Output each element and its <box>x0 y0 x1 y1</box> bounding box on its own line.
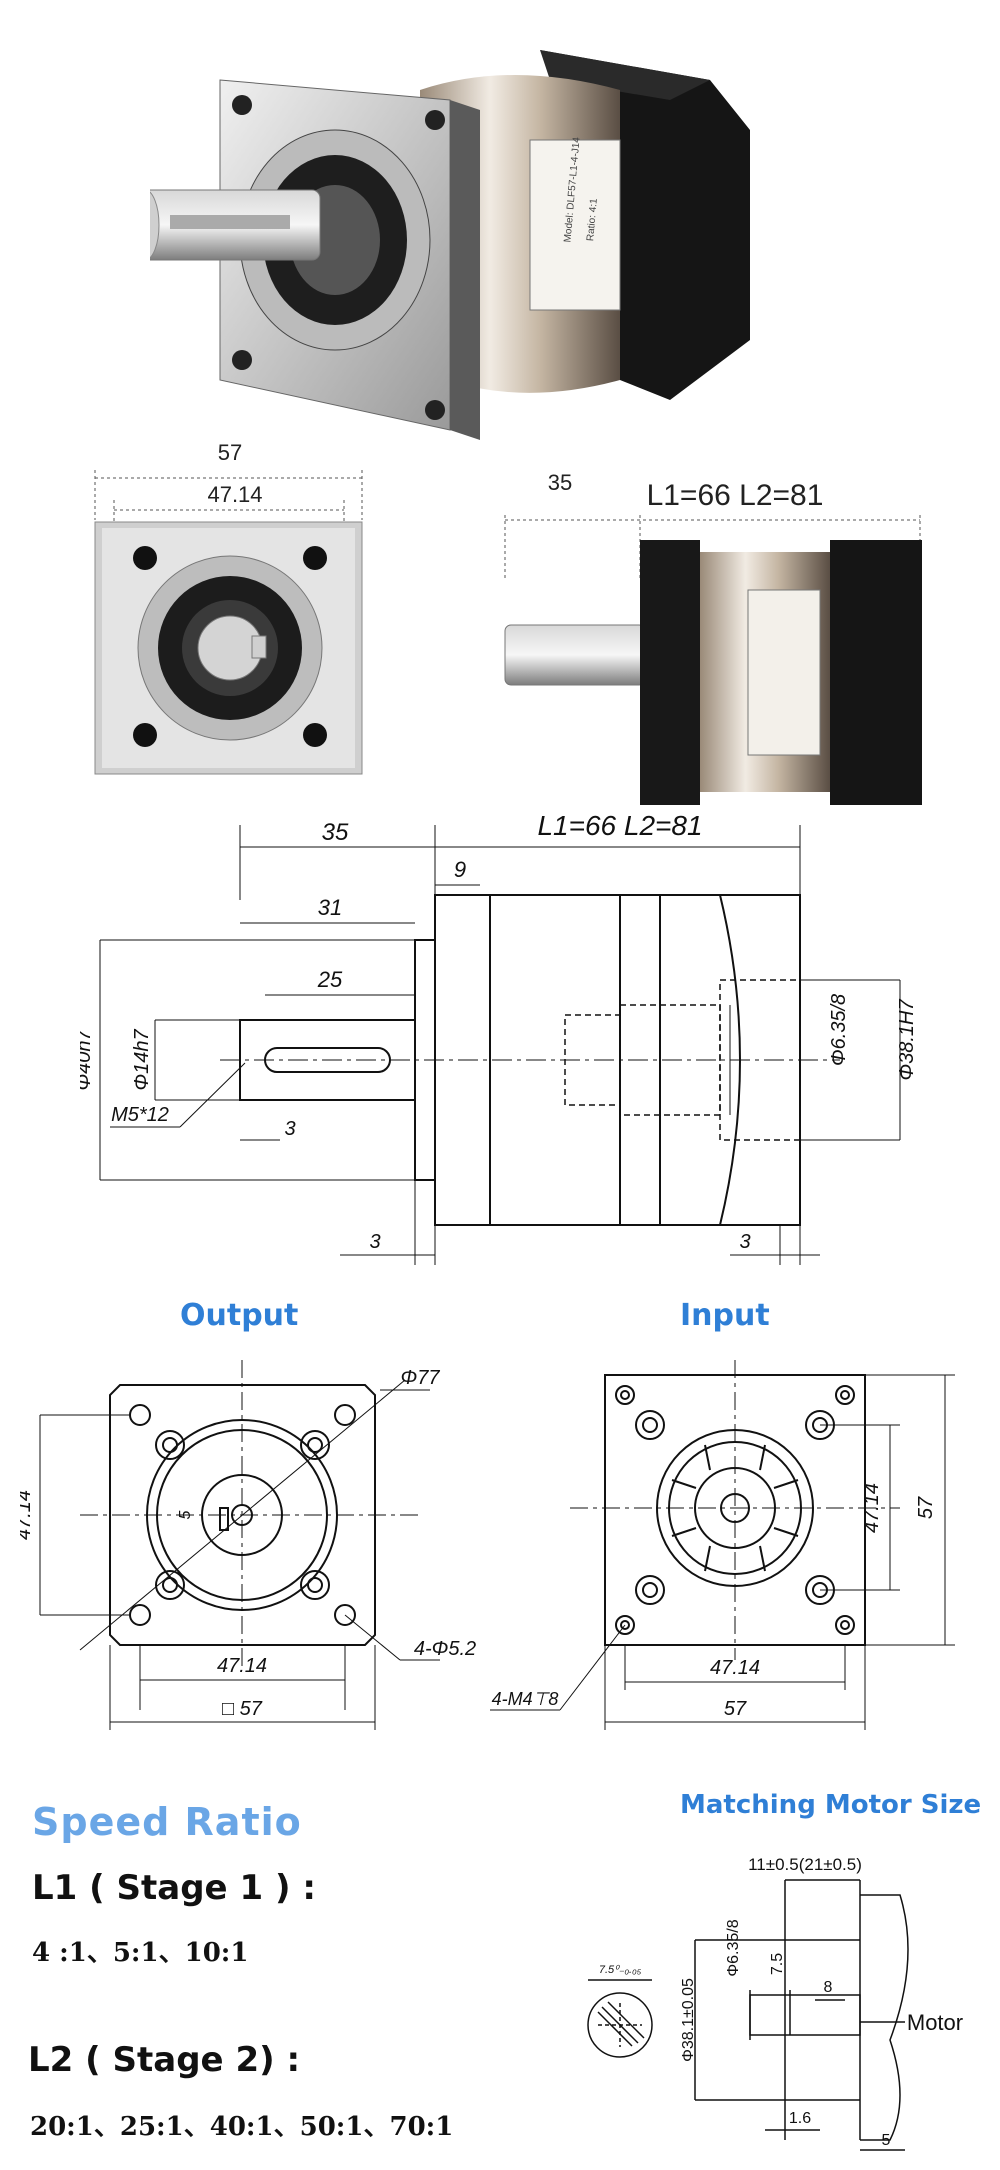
motor-title: Matching Motor Size <box>680 1790 982 1820</box>
output-dim-4714v: 47.14 <box>20 1490 35 1540</box>
photo-dim-4714: 47.14 <box>207 482 262 507</box>
dwg-dim-3c: 3 <box>739 1231 750 1253</box>
output-dim-77: Φ77 <box>401 1367 441 1389</box>
dwg-dim-3a: 3 <box>284 1118 295 1140</box>
motor-dim-11: 11±0.5(21±0.5) <box>748 1855 862 1874</box>
photo-side-dim-L: L1=66 L2=81 <box>647 479 824 512</box>
photo-side-dim-35: 35 <box>548 470 572 495</box>
l2-title: L2 ( Stage 2) : <box>28 2040 301 2080</box>
motor-dim-8: 8 <box>824 1979 833 1996</box>
motor-label: Motor <box>907 2010 963 2035</box>
dwg-dim-25: 25 <box>317 967 343 992</box>
motor-dim-16: 1.6 <box>789 2110 811 2127</box>
input-dim-4714v: 47.14 <box>861 1483 883 1533</box>
dwg-dim-35: 35 <box>322 819 349 846</box>
output-dim-57: □ 57 <box>222 1698 263 1720</box>
motor-dim-5: 5 <box>882 2132 891 2149</box>
input-title: Input <box>680 1298 770 1333</box>
motor-dim-75b: 7.5⁰₋₀.₀₅ <box>599 1964 642 1976</box>
dwg-dim-40h7: Φ40h7 <box>80 1029 95 1091</box>
photo-dim-57: 57 <box>218 440 242 465</box>
speed-ratio-title: Speed Ratio <box>32 1800 302 1844</box>
motor-dim-75: 7.5 <box>769 1953 786 1975</box>
product-photo-front: 57 47.14 <box>90 430 390 780</box>
l1-values: 4 :1、5:1、10:1 <box>32 1938 249 1968</box>
dwg-dim-381: Φ38.1H7 <box>896 999 918 1081</box>
output-dim-4714h: 47.14 <box>217 1655 267 1677</box>
side-technical-drawing: 35 L1=66 L2=81 9 31 25 Φ40h7 Φ14h7 <box>73 805 960 1275</box>
photo-label-ratio: Ratio: 4:1 <box>585 198 600 242</box>
l2-values: 20:1、25:1、40:1、50:1、70:1 <box>30 2112 454 2142</box>
motor-drawing: 11±0.5(21±0.5) Φ6.35/8 7.5 8 Φ38.1±0.05 … <box>560 1840 990 2160</box>
dwg-dim-635: Φ6.35/8 <box>828 994 850 1066</box>
output-title: Output <box>180 1298 299 1333</box>
dwg-dim-L: L1=66 L2=81 <box>537 810 702 841</box>
output-dim-holes: 4-Φ5.2 <box>414 1638 476 1660</box>
dwg-dim-3b: 3 <box>369 1231 380 1253</box>
dwg-dim-9: 9 <box>454 857 466 882</box>
dwg-dim-31: 31 <box>318 895 342 920</box>
input-dim-57v: 57 <box>915 1496 937 1519</box>
dwg-dim-m5: M5*12 <box>111 1104 169 1126</box>
input-view-drawing: 47.14 57 47.14 57 4-M4⊤8 <box>470 1360 980 1740</box>
l1-title: L1 ( Stage 1 ) : <box>32 1868 316 1908</box>
dwg-dim-14h7: Φ14h7 <box>131 1029 153 1091</box>
output-view-drawing: Φ77 47.14 5 47.14 □ 57 4-Φ5.2 <box>13 1360 480 1740</box>
input-dim-m4: 4-M4⊤8 <box>492 1689 559 1709</box>
product-photo-top: Model: DLF57-L1-4-J14 Ratio: 4:1 <box>130 20 790 460</box>
input-dim-4714h: 47.14 <box>710 1657 760 1679</box>
input-dim-57h: 57 <box>724 1698 747 1720</box>
product-photo-side: 35 L1=66 L2=81 <box>500 460 940 810</box>
motor-dim-635: Φ6.35/8 <box>725 1919 742 1976</box>
output-dim-5: 5 <box>177 1510 194 1519</box>
motor-dim-381: Φ38.1±0.05 <box>680 1978 697 2062</box>
